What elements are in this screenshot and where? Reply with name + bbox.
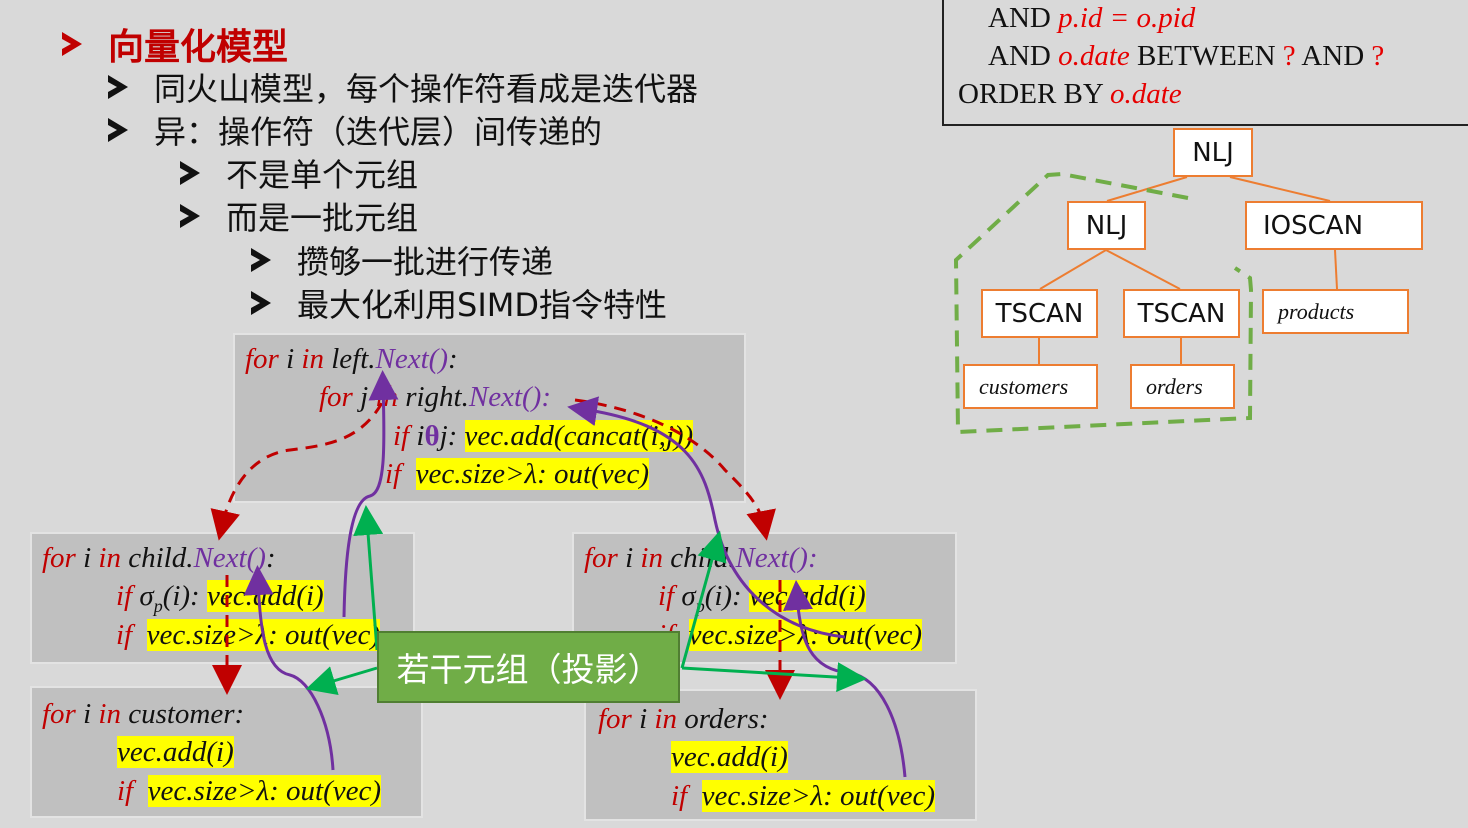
sql-keyword: ORDER BY (958, 78, 1103, 110)
highlighted-code: vec.add(cancat(i,j)) (464, 420, 694, 452)
sql-column: o.date (1058, 40, 1130, 72)
plan-node-root-nlj: NLJ (1173, 128, 1253, 177)
bullet-arrow-icon (180, 161, 200, 185)
plan-node-nlj: NLJ (1067, 201, 1146, 250)
highlighted-code: vec.size>λ: out(vec) (147, 775, 382, 807)
code-block-join: for i in left.Next(): for j in right.Nex… (233, 333, 746, 503)
sql-keyword: BETWEEN (1137, 40, 1276, 72)
outline-title-row: 向量化模型 (62, 18, 288, 70)
outline-item: 而是一批元组 (180, 193, 418, 239)
outline-item-text: 攒够一批进行传递 (297, 243, 554, 281)
callout-arrow (681, 662, 867, 693)
bullet-arrow-icon (108, 118, 128, 142)
sql-param: ? (1282, 40, 1296, 72)
bullet-arrow-icon (180, 204, 200, 228)
code-block-scan-orders: for i in orders: vec.add(i) if vec.size>… (584, 689, 977, 821)
outline-item-text: 同火山模型，每个操作符看成是迭代器 (154, 70, 699, 108)
sql-column: o.date (1110, 78, 1182, 110)
sql-line-3: ORDER BY o.date (958, 78, 1182, 111)
bullet-arrow-icon (251, 291, 271, 315)
callout-text: 若干元组（投影） (396, 650, 661, 689)
sql-keyword: AND (1301, 40, 1365, 72)
sql-expr: p.id = o.pid (1058, 2, 1196, 34)
code-block-scan-customer: for i in customer: vec.add(i) if vec.siz… (30, 686, 423, 818)
callout-arrow (305, 666, 378, 696)
plan-leaf-customers: customers (963, 364, 1098, 409)
plan-leaf-products: products (1262, 289, 1409, 334)
plan-node-ioscan: IOSCAN (1245, 201, 1423, 250)
sql-line-1: AND p.id = o.pid (988, 2, 1195, 35)
highlighted-code: vec.add(i) (206, 580, 324, 612)
highlighted-code: vec.add(i) (671, 741, 788, 773)
outline-item: 不是单个元组 (180, 150, 418, 196)
highlighted-code: vec.size>λ: out(vec) (415, 458, 650, 490)
callout-tuples-projection: 若干元组（投影） (377, 631, 680, 703)
bullet-arrow-icon (108, 75, 128, 99)
outline-item: 最大化利用SIMD指令特性 (251, 280, 667, 326)
code-block-filter-left: for i in child.Next(): if σp(i): vec.add… (30, 532, 415, 664)
sql-query-box: AND p.id = o.pid AND o.date BETWEEN ? AN… (942, 0, 1468, 126)
plan-leaf-orders: orders (1130, 364, 1235, 409)
highlighted-code: vec.add(i) (117, 736, 234, 768)
outline-item-text: 而是一批元组 (226, 199, 419, 237)
plan-node-tscan-orders: TSCAN (1123, 289, 1240, 338)
sql-keyword: AND (988, 2, 1051, 34)
sql-param: ? (1371, 40, 1385, 72)
outline-item: 同火山模型，每个操作符看成是迭代器 (108, 64, 698, 110)
bullet-arrow-icon (251, 248, 271, 272)
plan-node-tscan-customers: TSCAN (981, 289, 1098, 338)
outline-item: 异：操作符（迭代层）间传递的 (108, 107, 602, 153)
highlighted-code: vec.size>λ: out(vec) (688, 619, 923, 651)
outline-item-text: 最大化利用SIMD指令特性 (297, 286, 668, 324)
outline-item-text: 异：操作符（迭代层）间传递的 (154, 113, 603, 151)
highlighted-code: vec.size>λ: out(vec) (701, 780, 936, 812)
outline-item-text: 不是单个元组 (226, 156, 419, 194)
highlighted-code: vec.size>λ: out(vec) (146, 619, 381, 651)
outline-item: 攒够一批进行传递 (251, 237, 553, 283)
outline-title: 向量化模型 (108, 27, 289, 68)
highlighted-code: vec.add(i) (748, 580, 866, 612)
sql-line-2: AND o.date BETWEEN ? AND ? (988, 40, 1384, 73)
sql-keyword: AND (988, 40, 1051, 72)
bullet-arrow-icon (62, 32, 82, 56)
